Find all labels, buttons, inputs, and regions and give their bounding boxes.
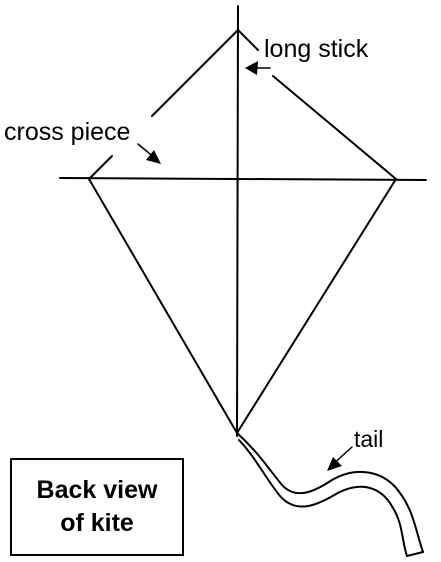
kite-tail [237,433,423,552]
kite-tail-lower-edge [239,440,407,556]
long-stick-label: long stick [264,35,369,63]
kite-tail-end [407,552,423,556]
kite-edge-upper-right-top [238,30,258,50]
long-stick-arrowhead [245,61,258,75]
caption-line-2: of kite [60,507,134,540]
kite-edge-upper-left-lower [89,156,112,179]
long-stick [237,6,238,436]
tail-arrowhead [327,457,342,471]
cross-piece-label: cross piece [4,118,130,146]
cross-piece [60,178,426,180]
caption-box: Back view of kite [10,458,184,556]
kite-edge-upper-left [152,30,238,116]
kite-edge-lower-right [237,179,396,433]
kite-edge-lower-left [89,179,237,433]
kite-edge-upper-right [273,76,396,179]
tail-label: tail [354,426,383,452]
caption-line-1: Back view [37,474,158,507]
